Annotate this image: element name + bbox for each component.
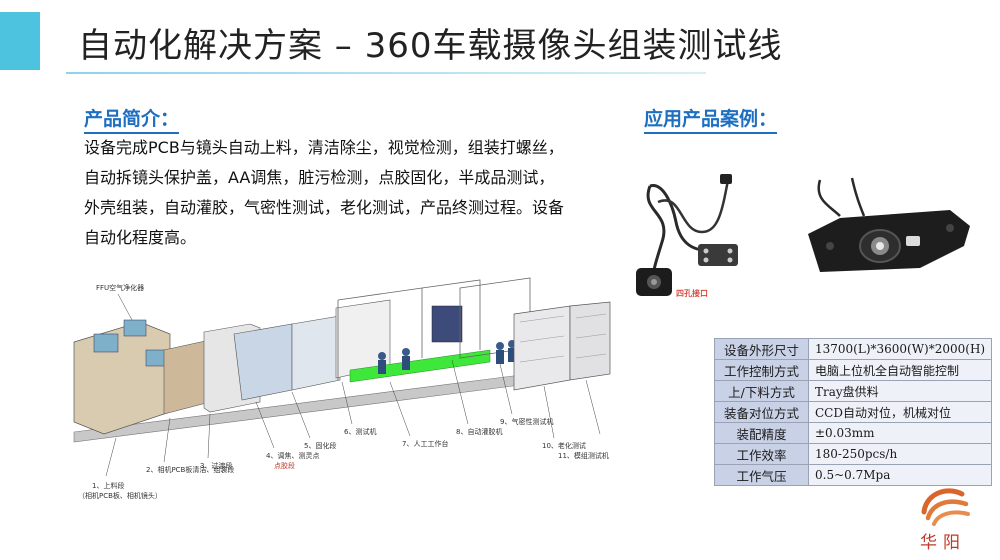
spec-key: 工作控制方式: [714, 359, 809, 381]
spec-key: 设备外形尺寸: [714, 338, 809, 360]
station-label: 10、老化测试: [542, 441, 586, 450]
spec-value: 180-250pcs/h: [807, 443, 993, 465]
intro-body: 设备完成PCB与镜头自动上料，清洁除尘，视觉检测，组装打螺丝， 自动拆镜头保护盖…: [84, 133, 614, 253]
spec-key: 工作气压: [714, 464, 809, 486]
station-label: 6、测试机: [344, 427, 376, 436]
product-photo-plate-camera: [808, 177, 970, 272]
ffu-label: FFU空气净化器: [96, 283, 144, 292]
assembly-line-diagram: FFU空气净化器 1、上料段 （相机PCB板、相机镜头） 2、相机PCB板清洁、…: [73, 277, 611, 500]
cases-heading: 应用产品案例：: [644, 104, 778, 134]
company-logo-text: 华阳: [920, 533, 966, 553]
page-title: 自动化解决方案 – 360车载摄像头组装测试线: [78, 26, 783, 66]
station-label: 8、自动灌胶机: [456, 427, 502, 436]
intro-heading: 产品简介：: [84, 104, 180, 134]
intro-line: 自动化程度高。: [84, 228, 197, 247]
station-loader: [73, 319, 171, 435]
spec-key: 工作效率: [714, 443, 809, 465]
station-sublabel: （相机PCB板、相机镜头）: [78, 491, 162, 500]
intro-line: 设备完成PCB与镜头自动上料，清洁除尘，视觉检测，组装打螺丝，: [84, 138, 564, 157]
company-logo-icon: [921, 488, 970, 526]
station-label: 11、模组测试机: [558, 451, 609, 460]
table-row: 工作控制方式电脑上位机全自动智能控制: [714, 359, 993, 381]
station-label: 1、上料段: [92, 481, 124, 490]
spec-value: 13700(L)*3600(W)*2000(H): [807, 338, 993, 360]
title-divider: [66, 72, 706, 74]
spec-value: CCD自动对位，机械对位: [807, 401, 993, 423]
spec-value: 电脑上位机全自动智能控制: [807, 359, 993, 381]
station-label: 3、过渡段: [200, 461, 232, 470]
station-label: 2、相机PCB板清洁、组装段: [146, 465, 234, 474]
station-label: 5、固化段: [304, 441, 336, 450]
station-label: 7、人工工作台: [402, 439, 448, 448]
intro-line: 外壳组装，自动灌胶，气密性测试，老化测试，产品终测过程。设备: [84, 198, 565, 217]
intro-line: 自动拆镜头保护盖，AA调焦，脏污检测，点胶固化，半成品测试，: [84, 168, 555, 187]
photo-tag: 四孔接口: [676, 288, 708, 298]
spec-key: 装配精度: [714, 422, 809, 444]
station-label: 4、调焦、测灵点: [266, 451, 319, 460]
spec-value: Tray盘供料: [807, 380, 993, 402]
station-sublabel: 点胶段: [274, 461, 295, 470]
spec-value: 0.5~0.7Mpa: [807, 464, 993, 486]
spec-value: ±0.03mm: [807, 422, 993, 444]
table-row: 装配精度±0.03mm: [714, 422, 993, 444]
product-photo-cable-camera: 四孔接口: [636, 174, 738, 298]
spec-key: 上/下料方式: [714, 380, 809, 402]
spec-key: 装备对位方式: [714, 401, 809, 423]
station-label: 9、气密性测试机: [500, 417, 553, 426]
title-accent-bar: [0, 12, 40, 70]
